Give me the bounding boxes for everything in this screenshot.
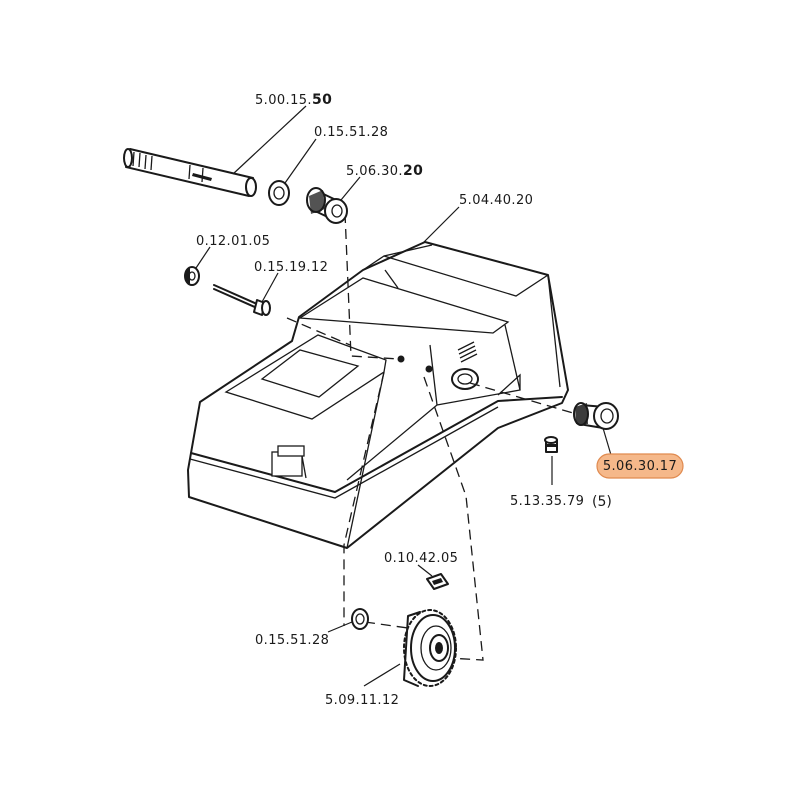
highlight-callout: 5.06.30.17 xyxy=(596,453,684,479)
vent-slots xyxy=(457,341,478,363)
set-screw xyxy=(544,436,558,453)
label-set-screw-qty: (5) xyxy=(592,494,612,510)
nut xyxy=(184,266,200,286)
leader-lines xyxy=(195,105,612,687)
label-gear: 5.09.11.12 xyxy=(325,693,399,708)
washer-top xyxy=(268,180,290,206)
label-screw: 0.15.19.12 xyxy=(254,260,328,275)
assembly-lines xyxy=(286,212,574,661)
label-washer-top: 0.15.51.28 xyxy=(314,125,388,140)
gear xyxy=(403,609,457,687)
label-bushing-top: 5.06.30.20 xyxy=(346,163,423,179)
bushing-top xyxy=(306,187,348,224)
clip xyxy=(426,573,449,590)
label-bushing-right: 5.06.30.17 xyxy=(603,459,677,474)
shaft xyxy=(123,148,257,197)
housing xyxy=(187,241,569,549)
label-clip: 0.10.42.05 xyxy=(384,551,458,566)
callout-labels: 5.00.15.50 0.15.51.28 5.06.30.20 5.04.40… xyxy=(196,92,684,708)
label-set-screw: 5.13.35.79 xyxy=(510,494,584,509)
label-housing: 5.04.40.20 xyxy=(459,193,533,208)
label-washer-bottom: 0.15.51.28 xyxy=(255,633,329,648)
bushing-right xyxy=(573,402,619,430)
label-shaft: 5.00.15.50 xyxy=(255,92,332,108)
washer-bottom xyxy=(351,608,369,630)
screw xyxy=(213,284,271,316)
label-nut: 0.12.01.05 xyxy=(196,234,270,249)
